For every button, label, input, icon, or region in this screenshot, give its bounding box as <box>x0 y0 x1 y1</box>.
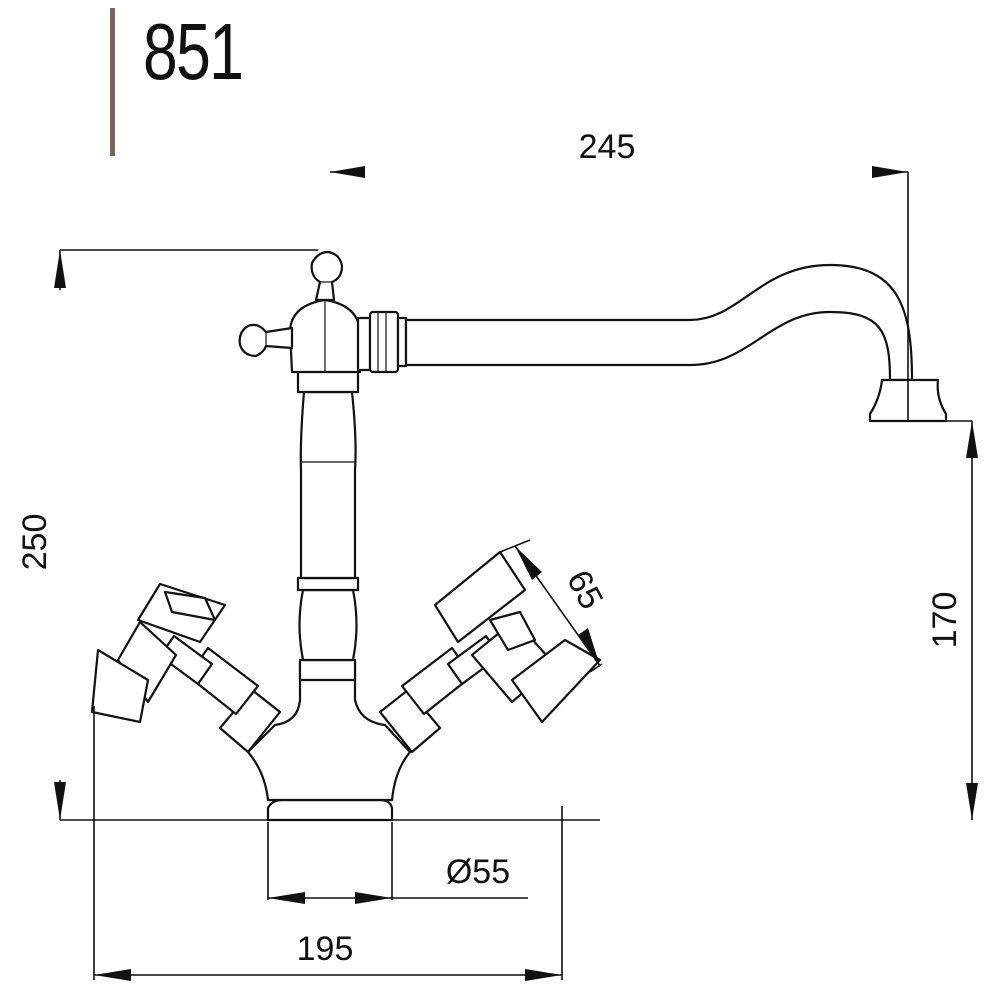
body-bulb <box>246 660 412 802</box>
faucet-outline <box>90 250 948 822</box>
column-baluster <box>298 588 358 662</box>
spout-ring-3 <box>396 316 408 368</box>
left-cross-handle <box>90 582 282 754</box>
spout-ring-1 <box>356 316 372 372</box>
right-cross-handle <box>378 550 602 754</box>
dim-spout-height: 170 <box>926 592 964 649</box>
model-number: 851 <box>143 7 244 96</box>
column-upper <box>299 390 357 580</box>
base-ring <box>266 798 394 822</box>
dim-base-diameter: Ø55 <box>446 853 510 891</box>
spout-ring-2 <box>368 310 400 374</box>
dim-spout-reach: 245 <box>579 128 636 166</box>
column-collar-upper <box>296 368 360 394</box>
model-accent-bar <box>110 8 115 156</box>
column-ring-mid <box>296 576 360 592</box>
dim-total-width: 195 <box>297 930 354 968</box>
dim-total-height: 250 <box>16 514 54 571</box>
column-collar-lower <box>298 658 357 682</box>
dim-handle-length: 65 <box>559 564 610 615</box>
dimension-lines <box>54 166 978 981</box>
top-knob <box>310 250 344 302</box>
spout <box>404 263 914 382</box>
